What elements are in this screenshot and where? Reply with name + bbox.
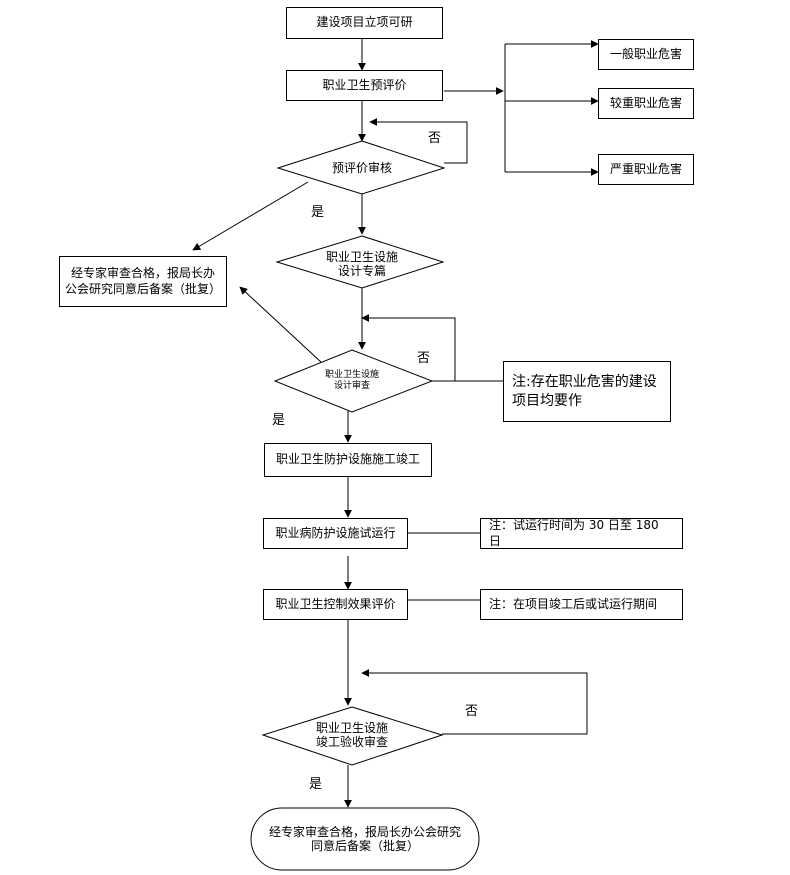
hazard-serious-label: 较重职业危害 bbox=[609, 95, 682, 110]
no-label-1: 否 bbox=[428, 131, 442, 146]
trial-run-box: 职业病防护设施试运行 bbox=[263, 518, 408, 549]
expert-file-final: 经专家审查合格，报局长办公会研究 同意后备案（批复） bbox=[251, 808, 479, 870]
pre-eval-label: 职业卫生预评价 bbox=[322, 77, 407, 92]
note-trial-box: 注：试运行时间为 30 日至 180 日 bbox=[480, 518, 683, 549]
design-chapter-label: 职业卫生设施 设计专篇 bbox=[325, 249, 398, 278]
project-start-box: 建设项目立项可研 bbox=[286, 7, 443, 39]
project-start-label: 建设项目立项可研 bbox=[316, 15, 413, 30]
yes-label-3: 是 bbox=[309, 777, 323, 792]
no-label-3: 否 bbox=[465, 704, 479, 719]
acceptance-review-decision: 职业卫生设施 竣工验收审查 bbox=[290, 718, 414, 752]
note-trial-label: 注：试运行时间为 30 日至 180 日 bbox=[489, 517, 659, 548]
expert-file-final-label: 经专家审查合格，报局长办公会研究 同意后备案（批复） bbox=[268, 824, 461, 853]
design-chapter-decision: 职业卫生设施 设计专篇 bbox=[300, 247, 424, 281]
hazard-general-label: 一般职业危害 bbox=[609, 46, 682, 61]
construction-done-label: 职业卫生防护设施施工竣工 bbox=[275, 452, 420, 467]
note-design-label: 注:存在职业危害的建设 项目均要作 bbox=[512, 374, 657, 409]
design-review-decision: 职业卫生设施 设计审查 bbox=[297, 365, 407, 397]
hazard-severe-box: 严重职业危害 bbox=[598, 154, 694, 185]
expert-file-label-1: 经专家审查合格，报局长办 公会研究同意后备案（批复） bbox=[64, 265, 221, 296]
construction-done-box: 职业卫生防护设施施工竣工 bbox=[264, 443, 432, 477]
pre-eval-review-label: 预评价审核 bbox=[331, 160, 392, 175]
pre-eval-review-decision: 预评价审核 bbox=[300, 155, 424, 181]
design-review-label: 职业卫生设施 设计审查 bbox=[324, 370, 379, 391]
yes-label-2: 是 bbox=[272, 413, 286, 428]
no-label-2: 否 bbox=[417, 351, 431, 366]
note-design-box: 注:存在职业危害的建设 项目均要作 bbox=[503, 361, 671, 422]
yes-label-1: 是 bbox=[311, 205, 325, 220]
hazard-general-box: 一般职业危害 bbox=[598, 39, 694, 70]
hazard-severe-label: 严重职业危害 bbox=[609, 161, 682, 176]
control-eval-label: 职业卫生控制效果评价 bbox=[275, 596, 396, 611]
note-control-label: 注：在项目竣工后或试运行期间 bbox=[489, 596, 658, 611]
pre-eval-box: 职业卫生预评价 bbox=[286, 70, 443, 101]
expert-file-box-1: 经专家审查合格，报局长办 公会研究同意后备案（批复） bbox=[59, 256, 227, 307]
control-eval-box: 职业卫生控制效果评价 bbox=[263, 589, 408, 620]
hazard-serious-box: 较重职业危害 bbox=[598, 88, 694, 119]
trial-run-label: 职业病防护设施试运行 bbox=[275, 525, 396, 540]
acceptance-review-label: 职业卫生设施 竣工验收审查 bbox=[315, 720, 388, 749]
note-control-box: 注：在项目竣工后或试运行期间 bbox=[480, 589, 683, 620]
